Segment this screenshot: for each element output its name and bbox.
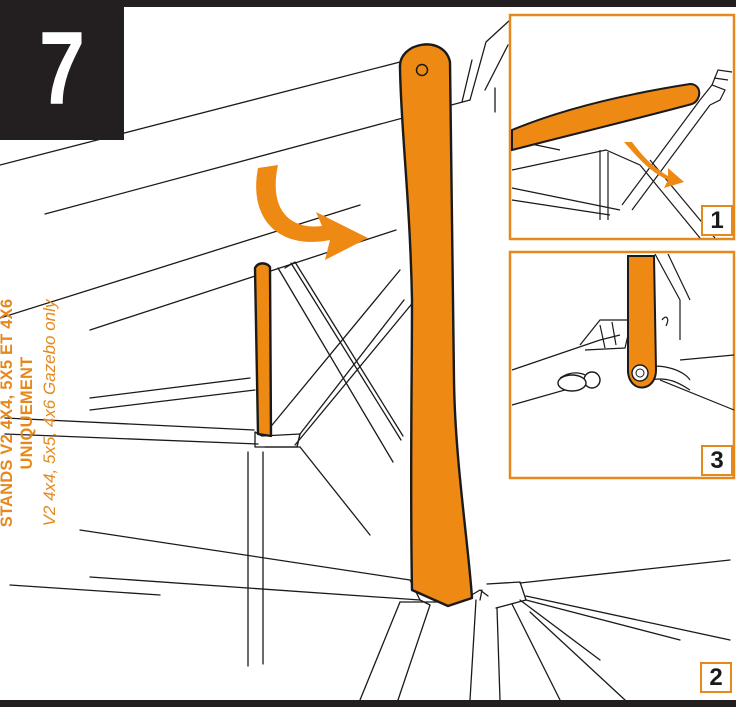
side-subtitle: V2 4x4, 5x5, 4x6 Gazebo only — [40, 299, 59, 527]
callout-badge-1: 1 — [701, 205, 733, 236]
side-title-line2: UNIQUEMENT — [18, 356, 36, 470]
bottom-border — [0, 700, 736, 707]
tall-pole — [398, 43, 474, 608]
rotate-arrow — [256, 165, 368, 260]
pole-hole — [415, 63, 429, 77]
detail-inset-3 — [508, 250, 736, 480]
callout-badge-3: 3 — [701, 445, 733, 476]
short-pole — [253, 262, 273, 438]
step-number: 7 — [38, 11, 86, 127]
side-title-line1: STANDS V2 4X4, 5X5 ET 4X6 — [0, 298, 16, 528]
callout-badge-2: 2 — [700, 662, 732, 693]
detail-inset-1 — [508, 13, 736, 241]
side-label: STANDS V2 4X4, 5X5 ET 4X6 UNIQUEMENT V2 … — [0, 248, 87, 578]
top-border — [0, 0, 736, 7]
step-number-box: 7 — [0, 0, 124, 140]
